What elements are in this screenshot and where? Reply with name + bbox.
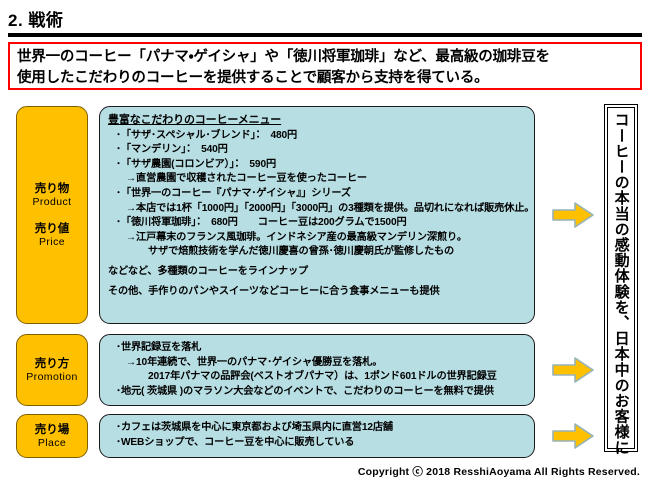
arrow-right-icon-place	[552, 423, 594, 449]
headline-line-1: 世界一のコーヒー「パナマ・ゲイシャ」や「徳川将軍珈琲」など、最高級の珈琲豆を	[17, 49, 550, 65]
content-line: ･「サザ農園(コロンビア）」： 590円	[116, 158, 276, 170]
arrow-right-icon-product	[552, 202, 594, 228]
section-label-place: 売り場 Place	[16, 414, 88, 458]
label-pair-place: 売り場 Place	[35, 423, 70, 450]
label-jp-place: 売り場	[34, 423, 70, 436]
label-pair-promotion: 売り方 Promotion	[26, 357, 77, 384]
content-line: →本店では1杯「1000円」「2000円」「3000円」の3種類を提供。品切れに…	[126, 202, 535, 214]
section-label-promotion: 売り方 Promotion	[16, 334, 88, 406]
content-line: ･カフェは茨城県を中心に東京都および埼玉県内に直営12店舗	[116, 422, 393, 433]
content-line: ･WEBショップで、コーヒー豆を中心に販売している	[116, 436, 355, 448]
copyright-footer: Copyright ⓒ 2018 ResshiAoyama All Rights…	[357, 466, 640, 478]
content-line: ･「徳川将軍珈琲」： 680円 コーヒー豆は200グラムで1500円	[116, 217, 407, 229]
content-box-promotion: ･世界記録豆を落札 →10年連続で、世界一のパナマ･ゲイシャ優勝豆を落札。 20…	[99, 334, 535, 406]
content-line: →江戸幕末のフランス風珈琲。インドネシア産の最高級マンデリン深煎り。	[126, 231, 467, 243]
label-jp-product: 売り物	[34, 182, 70, 195]
content-line: →10年連続で、世界一のパナマ･ゲイシャ優勝豆を落札。	[126, 356, 383, 368]
content-line: ･「サザ･スペシャル･ブレンド」： 480円	[116, 129, 298, 141]
label-jp-price: 売り値	[34, 222, 70, 235]
conclusion-text: コーヒーの本当の感動体験を、日本中のお客様に	[612, 112, 630, 456]
headline-callout-box: 世界一のコーヒー「パナマ・ゲイシャ」や「徳川将軍珈琲」など、最高級の珈琲豆を 使…	[8, 42, 642, 90]
content-line: サザで焙煎技術を学んだ徳川慶喜の曾孫･徳川慶朝氏が監修したもの	[148, 246, 455, 258]
section-label-product-price: 売り物 Product 売り値 Price	[16, 106, 88, 324]
title-divider	[8, 33, 642, 37]
content-line: その他、手作りのパンやスイーツなどコーヒーに合う食事メニューも提供	[108, 285, 440, 297]
label-pair-price: 売り値 Price	[35, 222, 70, 249]
content-line: ･世界記録豆を落札	[116, 342, 202, 353]
content-line: ･「マンデリン」： 540円	[116, 144, 228, 156]
label-en-product: Product	[32, 195, 72, 208]
content-line: などなど、多種類のコーヒーをラインナップ	[108, 265, 309, 277]
content-line: →直営農園で収穫されたコーヒー豆を使ったコーヒー	[126, 173, 367, 185]
label-en-promotion: Promotion	[26, 370, 78, 383]
conclusion-inner-border: コーヒーの本当の感動体験を、日本中のお客様に	[607, 107, 635, 455]
label-en-price: Price	[39, 235, 65, 248]
content-line: ･地元( 茨城県 )のマラソン大会などのイベントで、こだわりのコーヒーを無料で提…	[116, 385, 494, 397]
content-box-place: ･カフェは茨城県を中心に東京都および埼玉県内に直営12店舗 ･WEBショップで、…	[99, 414, 535, 458]
content-line: ･「世界一のコーヒー『パナマ･ゲイシャ』」シリーズ	[116, 187, 351, 199]
content-box-product-price: 豊富なこだわりのコーヒーメニュー ･「サザ･スペシャル･ブレンド」： 480円 …	[99, 106, 535, 324]
arrow-right-icon-promotion	[552, 357, 594, 383]
label-pair-product: 売り物 Product	[33, 182, 72, 209]
page-title: 2. 戦術	[8, 11, 64, 30]
headline-line-2: 使用したこだわりのコーヒーを提供することで顧客から支持を得ている。	[17, 70, 489, 86]
content-line: 2017年パナマの品評会(ベストオブパナマ）は、1ポンド601ドルの世界記録豆	[148, 371, 497, 383]
label-en-place: Place	[37, 436, 67, 449]
label-jp-promotion: 売り方	[34, 357, 70, 370]
content-line: 豊富なこだわりのコーヒーメニュー	[108, 114, 282, 126]
conclusion-vertical-box: コーヒーの本当の感動体験を、日本中のお客様に	[604, 104, 638, 455]
